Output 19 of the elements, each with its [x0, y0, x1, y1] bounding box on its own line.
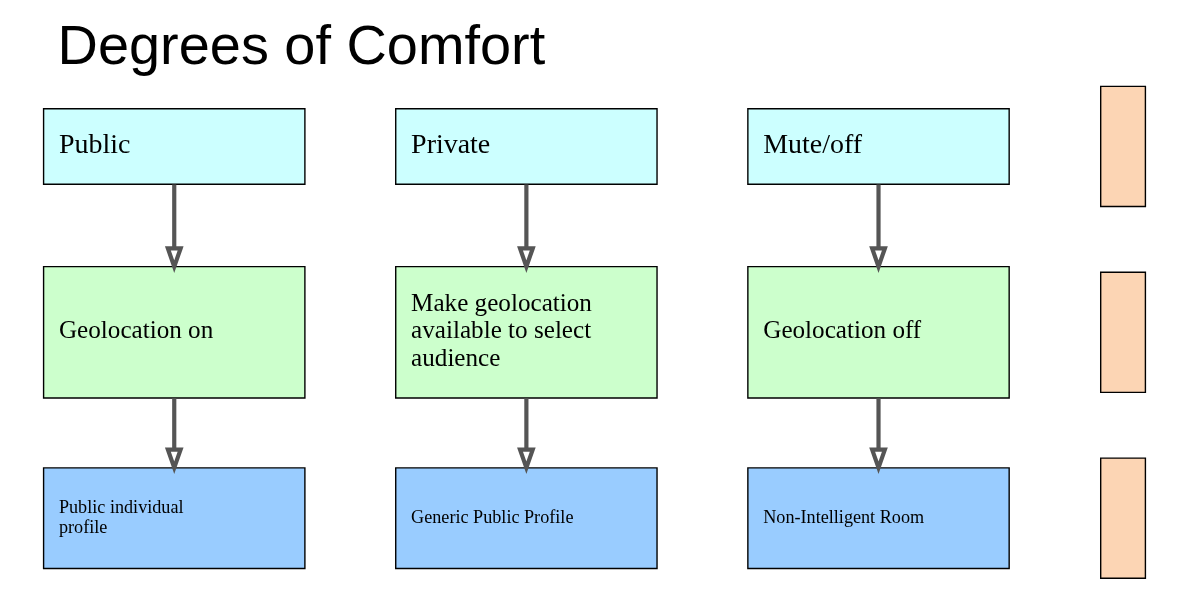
node-box	[1099, 457, 1146, 579]
diagram-title: Degrees of Comfort	[57, 13, 545, 77]
node-box: Generic Public Profile	[394, 467, 658, 570]
node-box: Private	[394, 108, 658, 185]
node-box: Public	[42, 108, 306, 185]
arrow	[516, 184, 536, 273]
node-box	[1099, 271, 1146, 394]
node-box: Mute/off	[746, 108, 1010, 185]
arrow	[516, 398, 536, 475]
arrow	[164, 184, 184, 273]
node-box: Non-Intelligent Room	[746, 467, 1010, 570]
node-box: Public individual profile	[42, 467, 306, 570]
node-box: Make geolocation available to select audience	[394, 265, 658, 399]
node-box	[1099, 85, 1146, 208]
arrow	[868, 398, 888, 475]
arrow	[868, 184, 888, 273]
arrow	[164, 398, 184, 475]
node-box: Geolocation on	[42, 265, 306, 399]
node-box: Geolocation off	[746, 265, 1010, 399]
